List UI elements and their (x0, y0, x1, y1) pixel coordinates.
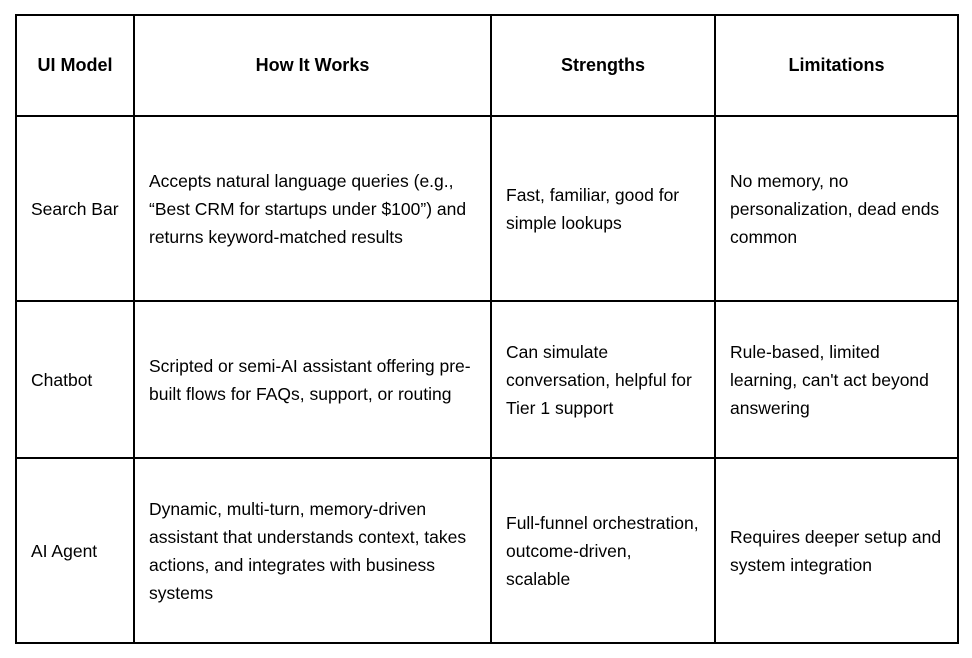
cell-how-it-works: Accepts natural language queries (e.g., … (133, 115, 492, 302)
column-header-ui-model: UI Model (15, 14, 135, 117)
table-header-row: UI Model How It Works Strengths Limitati… (15, 14, 959, 117)
cell-how-it-works: Dynamic, multi-turn, memory-driven assis… (133, 457, 492, 644)
ui-model-comparison-table: UI Model How It Works Strengths Limitati… (15, 14, 959, 644)
table-row-ai-agent: AI Agent Dynamic, multi-turn, memory-dri… (15, 457, 959, 644)
column-header-strengths: Strengths (490, 14, 716, 117)
table-row-chatbot: Chatbot Scripted or semi-AI assistant of… (15, 300, 959, 459)
cell-how-it-works: Scripted or semi-AI assistant offering p… (133, 300, 492, 459)
table-row-search-bar: Search Bar Accepts natural language quer… (15, 115, 959, 302)
cell-limitations: No memory, no personalization, dead ends… (714, 115, 959, 302)
cell-strengths: Fast, familiar, good for simple lookups (490, 115, 716, 302)
column-header-how-it-works: How It Works (133, 14, 492, 117)
column-header-limitations: Limitations (714, 14, 959, 117)
cell-ui-model: Search Bar (15, 115, 135, 302)
cell-strengths: Can simulate conversation, helpful for T… (490, 300, 716, 459)
cell-strengths: Full-funnel orchestration, outcome-drive… (490, 457, 716, 644)
cell-limitations: Requires deeper setup and system integra… (714, 457, 959, 644)
cell-ui-model: AI Agent (15, 457, 135, 644)
cell-ui-model: Chatbot (15, 300, 135, 459)
cell-limitations: Rule-based, limited learning, can't act … (714, 300, 959, 459)
